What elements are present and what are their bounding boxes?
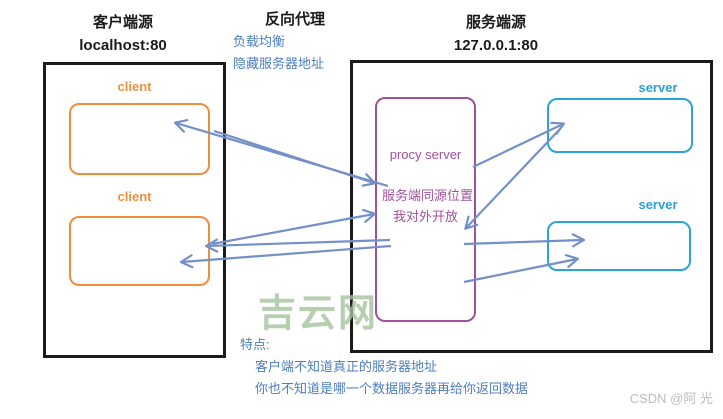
client-source-title: 客户端源 bbox=[92, 14, 153, 31]
client-source-header: 客户端源 localhost:80 bbox=[58, 11, 188, 57]
server-source-address: 127.0.0.1:80 bbox=[453, 37, 539, 54]
proxy-node-line-same-origin: 服务端同源位置 bbox=[381, 188, 473, 203]
proxy-note-hide-address: 隐藏服务器地址 bbox=[233, 56, 325, 71]
server-source-header: 服务端源 127.0.0.1:80 bbox=[430, 11, 562, 57]
proxy-note-load-balancing: 负载均衡 bbox=[233, 34, 286, 49]
server-group-box: server server bbox=[350, 60, 713, 353]
server-2-node bbox=[547, 221, 691, 271]
proxy-node-line-open: 我对外开放 bbox=[392, 209, 458, 224]
client-1-node bbox=[69, 103, 210, 175]
feature-line-2: 你也不知道是哪一个数据服务器再给你返回数据 bbox=[255, 381, 529, 396]
site-watermark: 吉云网 bbox=[258, 293, 379, 335]
client-2-node bbox=[69, 216, 210, 286]
feature-heading: 特点: bbox=[240, 337, 270, 352]
client-1-label: client bbox=[117, 79, 152, 94]
proxy-node: procy server 服务端同源位置 我对外开放 bbox=[375, 97, 476, 322]
client-source-address: localhost:80 bbox=[79, 37, 167, 54]
server-1-label: server bbox=[638, 80, 678, 95]
client-2-label: client bbox=[117, 189, 152, 204]
proxy-title: 反向代理 bbox=[264, 11, 325, 28]
server-source-title: 服务端源 bbox=[465, 14, 526, 31]
csdn-credit: CSDN @阿 光 bbox=[629, 391, 713, 406]
server-1-node bbox=[547, 98, 693, 153]
proxy-node-title: procy server bbox=[389, 147, 462, 162]
feature-notes: 特点: 客户端不知道真正的服务器地址 你也不知道是哪一个数据服务器再给你返回数据 bbox=[240, 334, 528, 400]
proxy-header: 反向代理 负载均衡 隐藏服务器地址 bbox=[233, 8, 363, 75]
feature-line-1: 客户端不知道真正的服务器地址 bbox=[255, 359, 438, 374]
server-2-label: server bbox=[638, 197, 678, 212]
client-group-box: client client bbox=[43, 62, 226, 358]
